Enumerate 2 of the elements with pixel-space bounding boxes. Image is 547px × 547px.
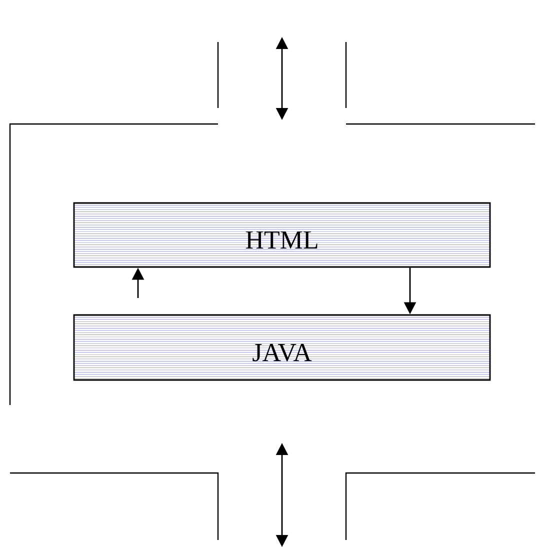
- striped-box: JAVA: [73, 314, 491, 381]
- striped-box: HTML: [73, 202, 491, 268]
